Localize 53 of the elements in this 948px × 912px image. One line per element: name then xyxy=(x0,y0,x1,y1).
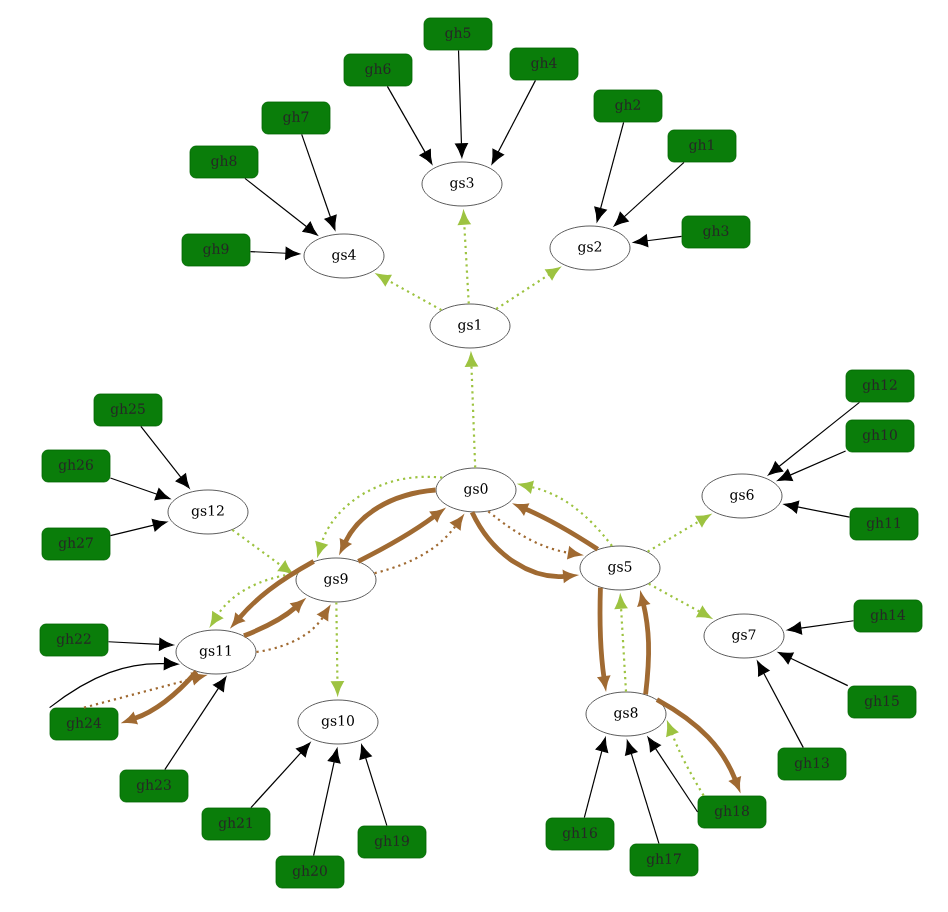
arrow xyxy=(386,85,433,165)
arrow xyxy=(495,267,560,310)
arrow xyxy=(376,273,442,312)
arrow xyxy=(615,595,628,692)
arrow xyxy=(107,637,174,651)
arrow xyxy=(613,161,685,227)
arrow xyxy=(256,606,330,654)
arrow xyxy=(458,211,471,304)
arrow xyxy=(109,518,168,537)
arrow xyxy=(231,528,293,574)
arrow xyxy=(164,676,227,771)
arrow xyxy=(666,722,705,797)
arrow xyxy=(455,49,468,158)
arrow xyxy=(124,670,199,724)
arrow xyxy=(465,353,478,468)
arrow xyxy=(232,559,315,627)
arrow xyxy=(469,511,576,582)
arrow xyxy=(301,133,337,231)
arrow xyxy=(637,593,651,695)
arrow xyxy=(374,515,464,575)
arrow xyxy=(244,177,318,236)
arrow xyxy=(519,481,613,547)
arrow xyxy=(625,740,660,845)
arrow xyxy=(756,660,804,749)
arrow xyxy=(515,503,600,552)
arrow xyxy=(647,514,710,553)
arrow xyxy=(313,748,341,857)
arrow xyxy=(648,582,711,619)
arrow xyxy=(140,425,190,489)
arrow xyxy=(109,477,171,501)
arrow xyxy=(647,736,699,813)
arrow xyxy=(787,620,855,635)
arrow xyxy=(597,587,610,688)
arrow xyxy=(250,742,311,809)
arrow xyxy=(315,475,443,556)
arrow xyxy=(243,599,304,639)
arrow xyxy=(594,121,625,223)
arrow xyxy=(777,450,847,482)
arrow xyxy=(83,672,206,709)
arrow xyxy=(583,737,609,819)
arrow xyxy=(487,510,582,559)
arrow xyxy=(655,697,741,790)
arrow xyxy=(768,401,861,476)
arrow xyxy=(491,79,537,165)
arrow xyxy=(633,234,683,248)
arrow xyxy=(778,652,849,687)
arrow xyxy=(49,657,179,709)
arrow xyxy=(359,744,388,827)
arrow xyxy=(249,246,300,260)
arrow xyxy=(339,487,436,552)
arrow xyxy=(357,509,444,564)
arrow xyxy=(331,602,344,695)
arrow xyxy=(783,500,851,518)
